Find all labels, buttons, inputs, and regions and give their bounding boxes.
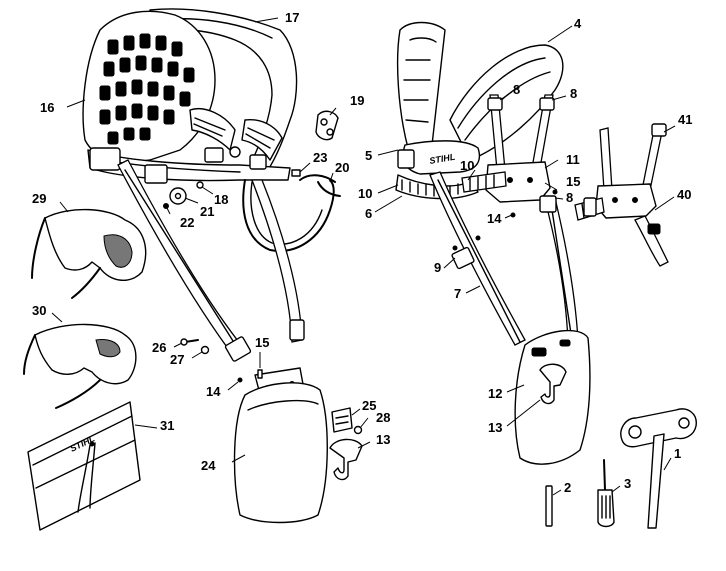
callout-28: 28 [376,410,390,425]
callout-2: 2 [564,480,571,495]
callout-6: 6 [365,206,372,221]
callout-numbers: 16 17 19 23 20 18 21 22 29 30 31 26 27 1… [32,10,692,495]
callout-22: 22 [180,215,194,230]
leader-lines [51,17,676,496]
callout-18: 18 [214,192,228,207]
callout-16: 16 [40,100,54,115]
callout-9: 9 [434,260,441,275]
callout-13-right: 13 [488,420,502,435]
left-harness [82,8,335,524]
callout-4: 4 [574,16,582,31]
callout-5: 5 [365,148,372,163]
callout-3: 3 [624,476,631,491]
callout-15-left: 15 [255,335,269,350]
callout-17: 17 [285,10,299,25]
callout-31: 31 [160,418,174,433]
callout-23: 23 [313,150,327,165]
callout-19: 19 [350,93,364,108]
callout-7: 7 [454,286,461,301]
tools [545,408,697,529]
callout-41: 41 [678,112,692,127]
callout-10-left: 10 [358,186,372,201]
callout-14-right: 14 [487,211,502,226]
right-hardware [452,189,558,251]
brand-mark-harness: STIHL [429,152,456,166]
harness-detail-40-41 [574,123,669,267]
callout-8-b: 8 [570,86,577,101]
callout-26: 26 [152,340,166,355]
callout-21: 21 [200,204,214,219]
callout-15-right: 15 [566,174,580,189]
left-hardware [163,110,363,481]
callout-13-left: 13 [376,432,390,447]
safety-glasses-30 [23,323,137,409]
right-harness: STIHL [395,21,591,465]
callout-8-c: 8 [566,190,573,205]
callout-27: 27 [170,352,184,367]
callout-24: 24 [201,458,216,473]
back-plate-grid [99,33,195,145]
callout-14-left: 14 [206,384,221,399]
callout-12: 12 [488,386,502,401]
callout-8-a: 8 [513,82,520,97]
callout-20: 20 [335,160,349,175]
callout-29: 29 [32,191,46,206]
callout-25: 25 [362,398,376,413]
safety-glasses-29 [31,208,147,299]
callout-30: 30 [32,303,46,318]
callout-1: 1 [674,446,681,461]
pouch-31: STIHL [27,401,141,531]
callout-10-right: 10 [460,158,474,173]
callout-40: 40 [677,187,691,202]
callout-11: 11 [566,152,580,167]
